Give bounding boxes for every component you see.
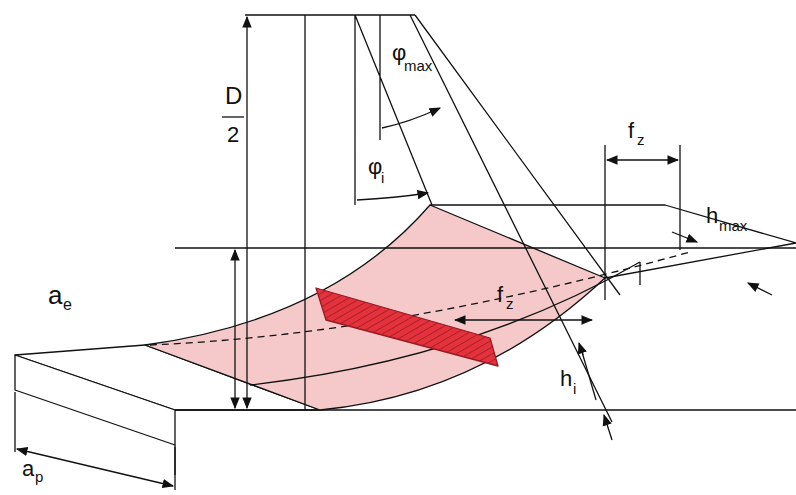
hmax-arrow — [748, 283, 772, 295]
hmax-arrow — [672, 232, 697, 242]
chip-section — [316, 288, 498, 366]
dimension-label: φ — [368, 156, 382, 178]
dimension-label: a — [22, 458, 34, 480]
cut-surface — [145, 205, 605, 410]
dimension-label: D — [225, 84, 242, 108]
dimension-label: a — [48, 282, 62, 308]
dimension-label: z — [506, 296, 514, 311]
dimension-label: max — [719, 218, 747, 233]
dimension-label: max — [404, 58, 432, 73]
dimension-label: z — [637, 132, 645, 147]
workpiece-left-face — [15, 355, 175, 445]
ae-dimension — [234, 250, 235, 408]
phi-i-arc — [357, 193, 428, 200]
dimension-label: h — [706, 205, 718, 227]
workpiece-top — [430, 205, 796, 278]
dimension-label: i — [381, 170, 384, 185]
ap-extension — [15, 392, 175, 490]
radius-dimension — [246, 17, 247, 408]
workpiece-front-face — [175, 410, 796, 475]
dimension-label: 2 — [227, 124, 239, 146]
fz-extension — [605, 145, 680, 278]
dimension-label: i — [573, 381, 576, 396]
hi-arrow — [579, 343, 583, 355]
dimension-label: h — [560, 368, 572, 390]
dimension-label: e — [63, 297, 72, 313]
dimension-label: f — [628, 120, 634, 142]
phi-max-arc — [382, 108, 440, 128]
ap-dimension — [17, 449, 173, 486]
hi-arrow — [604, 415, 612, 440]
dimension-label: f — [497, 284, 503, 306]
fraction-bar — [222, 116, 244, 117]
fz-dimension — [607, 159, 678, 160]
fz-dimension — [455, 319, 592, 320]
dimension-label: p — [35, 469, 43, 484]
tool-lines — [175, 15, 796, 422]
